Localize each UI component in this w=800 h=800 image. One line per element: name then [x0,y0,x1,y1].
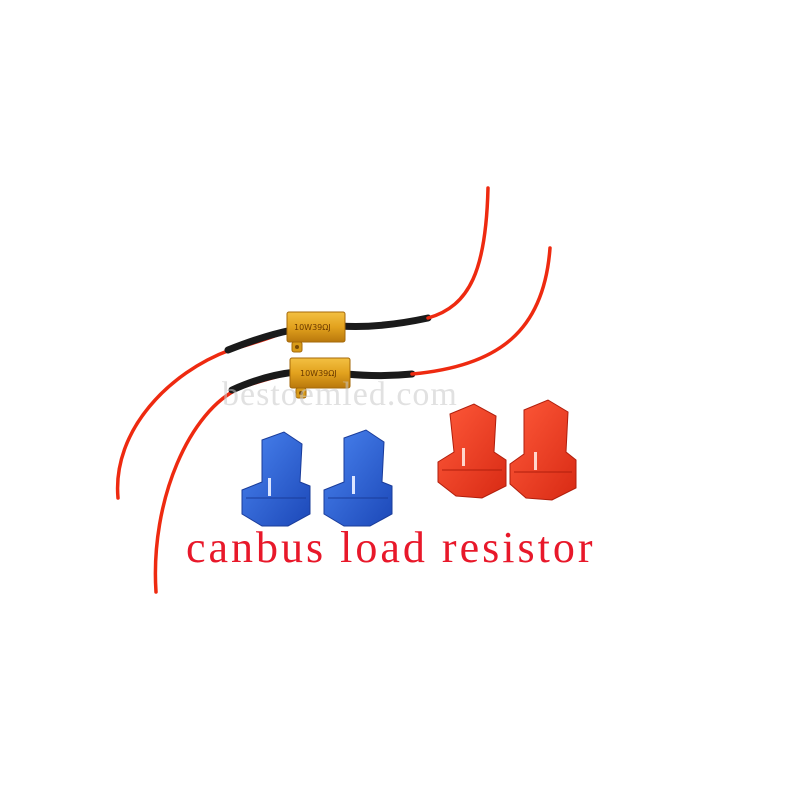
watermark-text: bestoemled.com [222,376,458,413]
red-wire-right [426,186,490,320]
red-wire-right [410,246,552,376]
heatshrink-right [342,370,416,379]
resistor-marking: 10W39ΩJ [300,369,337,378]
load-resistor-lower: 10W39ΩJ [153,246,552,594]
heatshrink-left [224,326,296,354]
resistor-body: 10W39ΩJ [286,311,346,353]
red-tap-connector-right [509,399,577,501]
blue-tap-connector-left [241,431,311,527]
load-resistor-upper: 10W39ΩJ [115,186,490,500]
red-tap-connector-left [437,403,507,499]
resistor-marking: 10W39ΩJ [294,323,331,332]
heatshrink-right [336,314,432,331]
blue-tap-connector-right [323,429,393,527]
caption-text: canbus load resistor [186,523,596,572]
resistor-body: 10W39ΩJ [289,357,351,399]
